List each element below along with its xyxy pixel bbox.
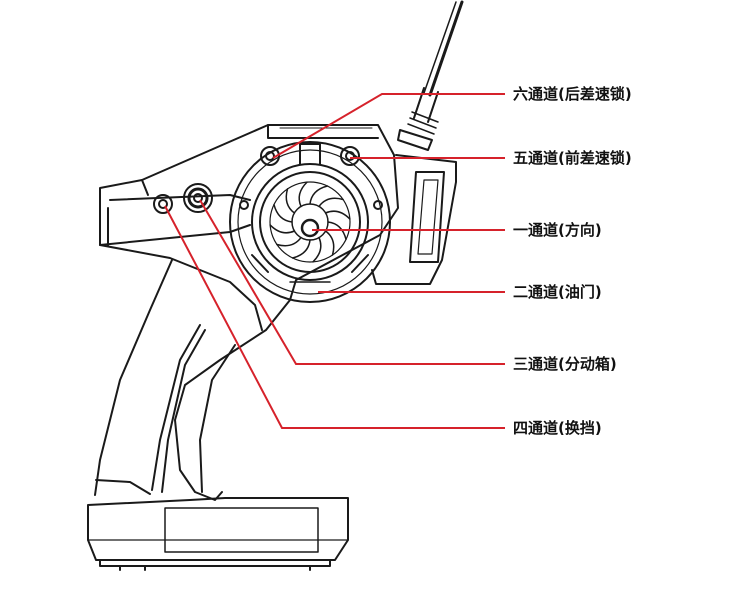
wheel-housing (229, 141, 391, 303)
label-channel-5: 五通道(前差速锁) (513, 149, 632, 167)
top-knobs (239, 146, 383, 210)
transmitter-body (87, 124, 399, 571)
wheel-spoke (298, 181, 308, 208)
side-panel (371, 154, 457, 285)
label-channel-1: 一通道(方向) (513, 221, 602, 239)
label-channel-3: 三通道(分动箱) (513, 355, 617, 373)
left-knobs (153, 183, 213, 214)
callout-line-ch6 (272, 93, 505, 159)
label-channel-6: 六通道(后差速锁) (513, 85, 632, 103)
wheel-spoke (324, 210, 351, 220)
antenna (397, 0, 464, 151)
steering-wheel-spokes (269, 181, 351, 263)
wheel-spoke (324, 230, 335, 256)
wheel-spoke (269, 224, 296, 234)
wheel-spoke (291, 239, 311, 259)
wheel-spoke (318, 197, 344, 208)
callout-lines (164, 93, 505, 429)
wheel-spoke (276, 236, 302, 247)
wheel-spoke (327, 221, 347, 241)
callout-line-ch4 (164, 205, 505, 429)
label-channel-2: 二通道(油门) (513, 283, 602, 301)
wheel-spoke (312, 236, 322, 263)
label-channel-4: 四通道(换挡) (513, 419, 602, 437)
wheel-spoke (285, 188, 296, 214)
wheel-spoke (309, 185, 329, 205)
wheel-spoke (273, 203, 293, 223)
callout-line-ch3 (199, 199, 505, 365)
